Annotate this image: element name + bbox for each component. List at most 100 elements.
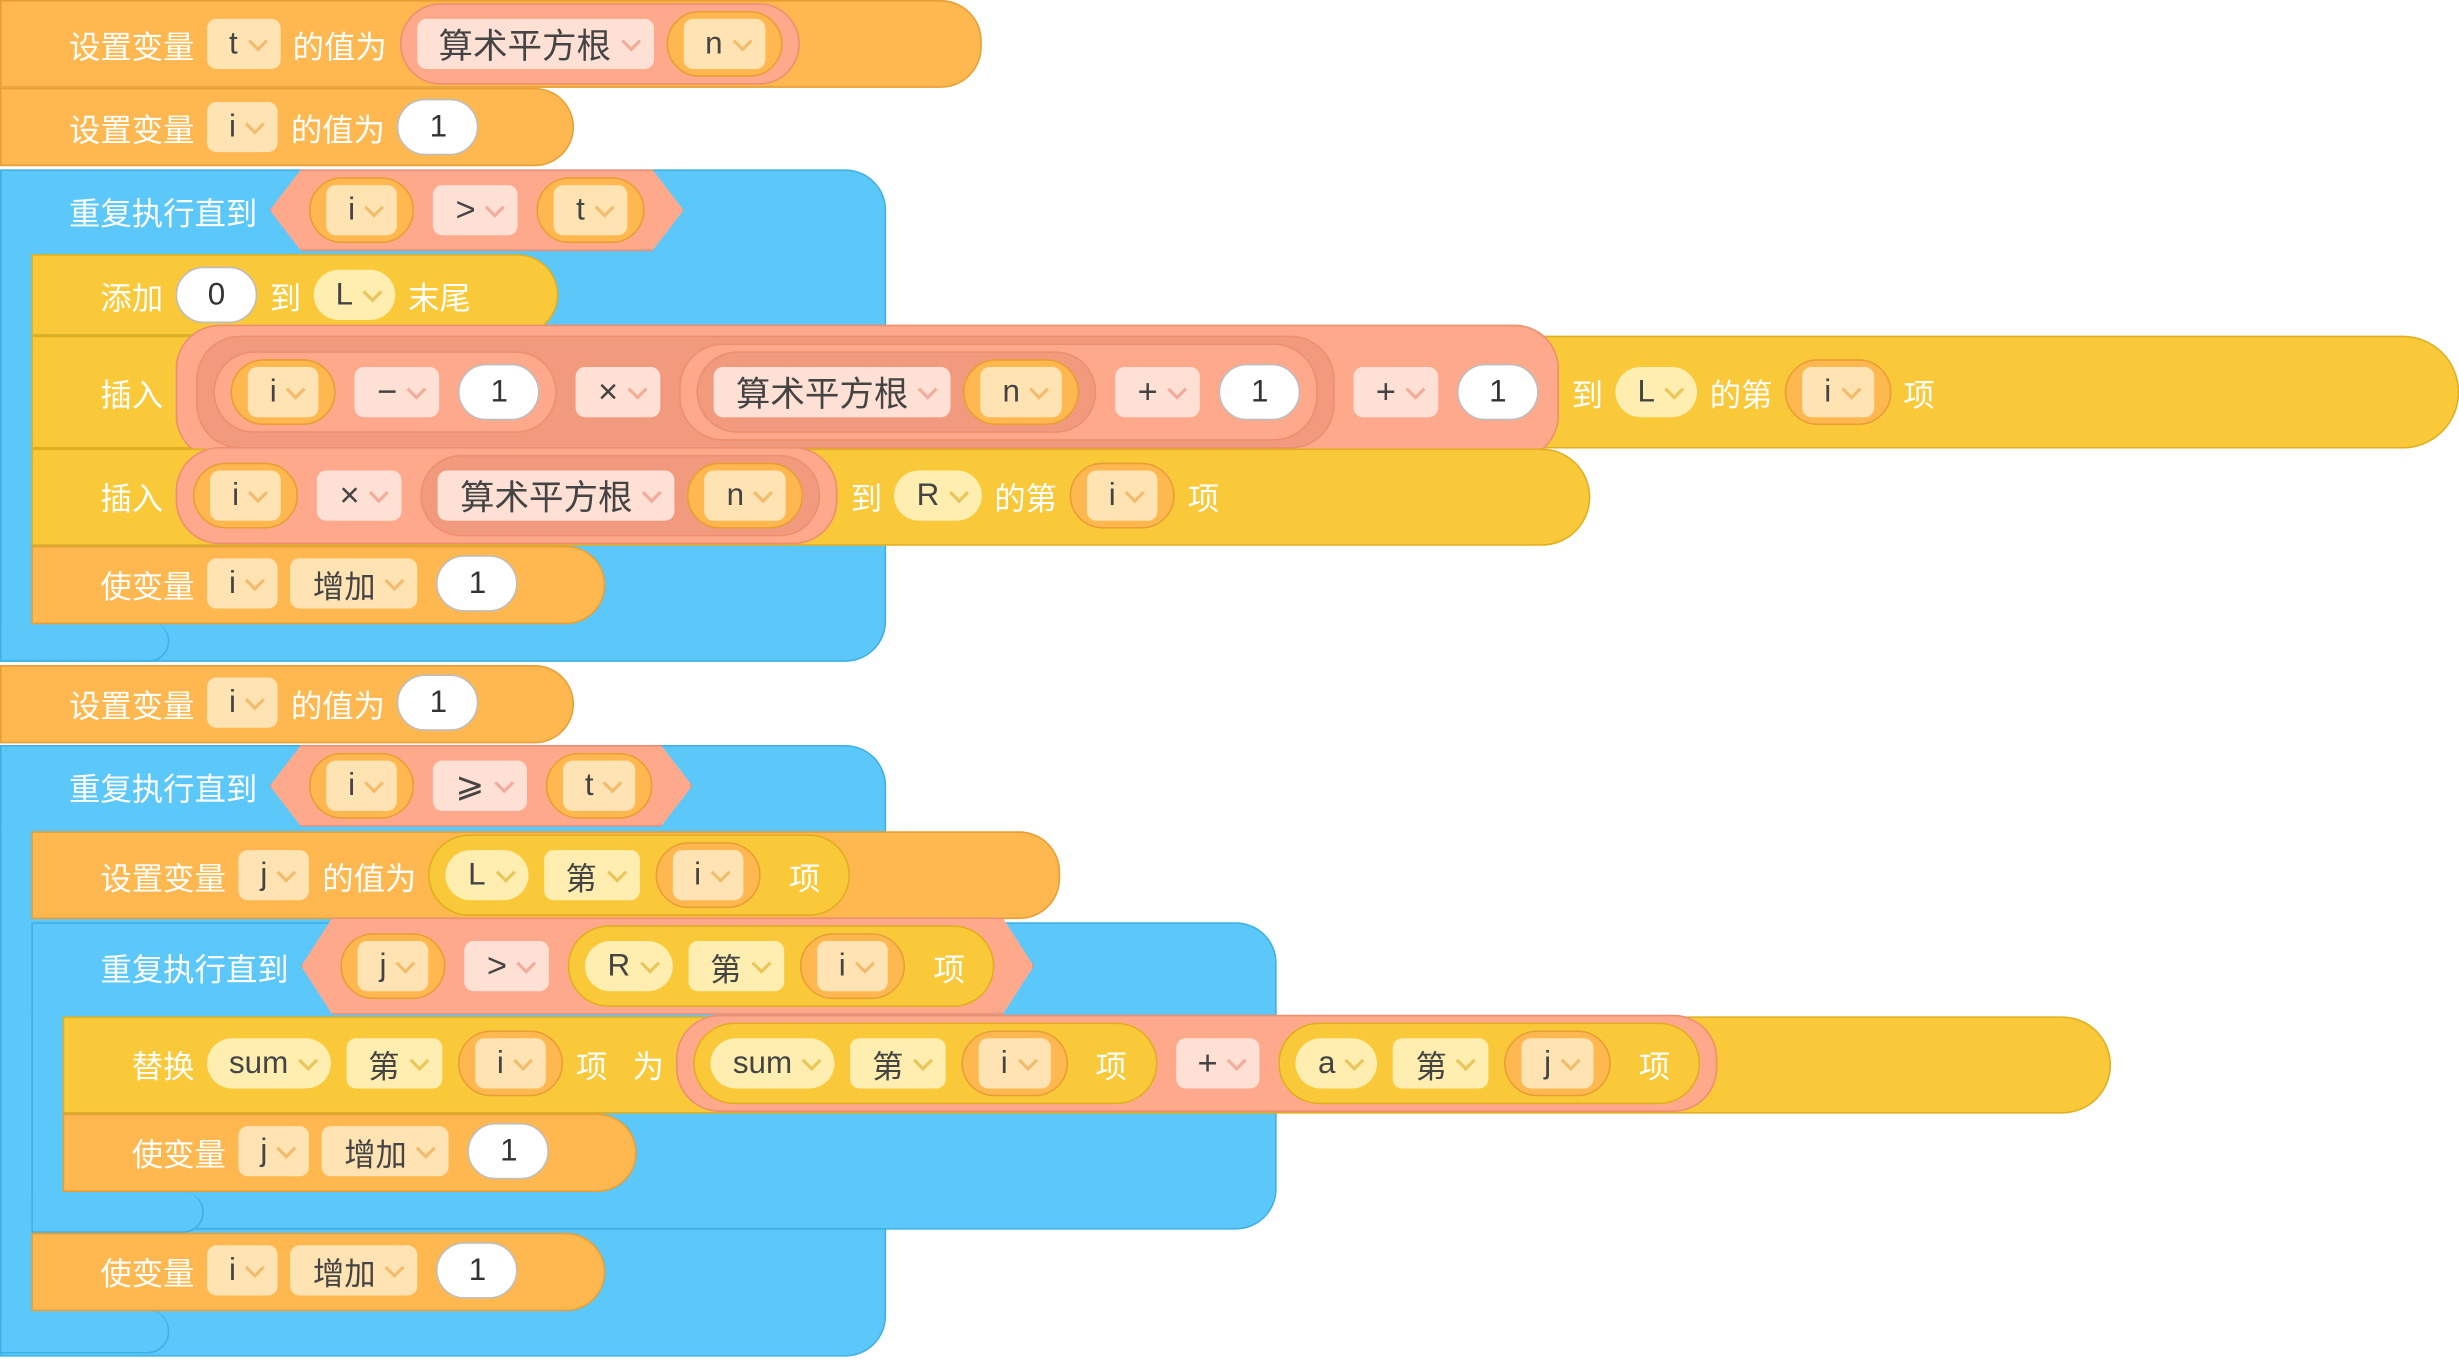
compare-ge-block[interactable]: i ⩾ t: [270, 745, 693, 827]
compare-gt-block[interactable]: i > t: [270, 169, 684, 251]
operator-dropdown[interactable]: ⩾: [434, 761, 527, 811]
var-reporter-t[interactable]: t: [537, 177, 645, 243]
index-mode-dropdown[interactable]: 第: [850, 1038, 946, 1089]
var-reporter-i[interactable]: i: [800, 933, 906, 999]
var-dropdown-i[interactable]: i: [978, 1038, 1051, 1089]
var-dropdown-i[interactable]: i: [207, 101, 279, 153]
plus-block-inner[interactable]: i − 1 × 算术平方根 n + 1: [196, 335, 1335, 449]
var-reporter-i[interactable]: i: [309, 753, 415, 819]
var-reporter-n[interactable]: n: [665, 10, 783, 77]
operator-dropdown[interactable]: −: [355, 367, 440, 418]
var-reporter-n[interactable]: n: [687, 462, 804, 529]
list-dropdown-sum[interactable]: sum: [710, 1038, 835, 1089]
number-input[interactable]: 1: [436, 1242, 519, 1299]
change-mode-dropdown[interactable]: 增加: [322, 1126, 450, 1177]
var-dropdown-i[interactable]: i: [672, 850, 744, 901]
number-input[interactable]: 1: [397, 98, 480, 156]
sqrt-block[interactable]: 算术平方根 n: [420, 454, 821, 537]
operator-dropdown[interactable]: +: [1115, 367, 1201, 418]
compare-gt-block-2[interactable]: j > R 第 i 项: [301, 918, 1034, 1015]
math-fn-dropdown[interactable]: 算术平方根: [416, 18, 654, 70]
list-item-reporter[interactable]: a 第 j 项: [1278, 1022, 1701, 1105]
change-mode-dropdown[interactable]: 增加: [290, 558, 418, 609]
var-reporter-i[interactable]: i: [1785, 359, 1891, 426]
list-item-reporter[interactable]: L 第 i 项: [428, 834, 851, 916]
var-dropdown-i[interactable]: i: [207, 1245, 279, 1296]
plus-block-outer[interactable]: i − 1 × 算术平方根 n + 1 + 1: [175, 324, 1560, 460]
var-reporter-i[interactable]: i: [309, 177, 415, 243]
list-dropdown-sum[interactable]: sum: [207, 1038, 331, 1089]
var-dropdown-j[interactable]: j: [358, 941, 429, 991]
list-dropdown-L[interactable]: L: [313, 269, 396, 320]
var-dropdown-i[interactable]: i: [326, 761, 397, 811]
var-reporter-n[interactable]: n: [963, 359, 1080, 426]
operator-dropdown[interactable]: ×: [576, 367, 661, 418]
insert-label: 插入: [100, 482, 164, 517]
set-var-i-block-2[interactable]: [0, 665, 575, 744]
number-input[interactable]: 1: [436, 555, 519, 612]
times-block[interactable]: i × 算术平方根 n: [175, 446, 839, 545]
var-dropdown-i[interactable]: i: [247, 367, 320, 418]
var-dropdown-i[interactable]: i: [1086, 470, 1159, 521]
operator-dropdown[interactable]: >: [465, 941, 549, 991]
var-dropdown-i[interactable]: i: [474, 1038, 547, 1089]
plus-block[interactable]: sum 第 i 项 + a 第 j 项: [676, 1014, 1718, 1112]
number-input[interactable]: 1: [468, 1122, 550, 1180]
math-fn-dropdown[interactable]: 算术平方根: [713, 367, 951, 418]
list-dropdown-R[interactable]: R: [586, 941, 673, 991]
chevron-down-icon: [948, 482, 969, 503]
var-dropdown-j[interactable]: j: [238, 1126, 310, 1177]
operator-dropdown[interactable]: ×: [317, 470, 403, 521]
sqrt-block[interactable]: 算术平方根 n: [696, 351, 1097, 433]
number-input[interactable]: 1: [397, 674, 480, 731]
minus-block[interactable]: i − 1: [213, 351, 558, 433]
var-dropdown-n[interactable]: n: [683, 18, 765, 70]
number-input[interactable]: 0: [175, 266, 258, 324]
var-dropdown-j[interactable]: j: [238, 850, 310, 901]
index-mode-dropdown[interactable]: 第: [543, 850, 640, 901]
var-reporter-i[interactable]: i: [457, 1030, 564, 1097]
operator-dropdown[interactable]: >: [434, 185, 518, 235]
number-input[interactable]: 1: [458, 363, 541, 421]
var-dropdown-j[interactable]: j: [1522, 1038, 1594, 1089]
list-dropdown-L[interactable]: L: [446, 850, 528, 901]
var-dropdown-n[interactable]: n: [704, 470, 787, 521]
index-mode-dropdown[interactable]: 第: [688, 941, 784, 991]
list-item-reporter[interactable]: R 第 i 项: [568, 925, 994, 1007]
list-dropdown-R[interactable]: R: [894, 470, 982, 521]
list-item-reporter[interactable]: sum 第 i 项: [693, 1022, 1157, 1105]
var-dropdown-i[interactable]: i: [817, 941, 888, 991]
sqrt-block[interactable]: 算术平方根 n: [399, 3, 800, 85]
var-dropdown-t[interactable]: t: [554, 185, 627, 235]
var-reporter-j[interactable]: j: [340, 933, 446, 999]
var-reporter-t[interactable]: t: [546, 753, 654, 819]
add-to-list-block[interactable]: [31, 254, 559, 336]
var-dropdown-n[interactable]: n: [980, 367, 1063, 418]
var-dropdown-i[interactable]: i: [210, 470, 282, 521]
var-dropdown-i[interactable]: i: [207, 677, 279, 728]
plus-block[interactable]: 算术平方根 n + 1: [679, 343, 1318, 441]
var-reporter-i[interactable]: i: [1069, 462, 1176, 529]
operator-dropdown[interactable]: +: [1175, 1038, 1260, 1089]
var-dropdown-i[interactable]: i: [1802, 367, 1874, 418]
index-mode-dropdown[interactable]: 第: [346, 1038, 442, 1089]
var-dropdown-t[interactable]: t: [563, 761, 636, 811]
change-mode-dropdown[interactable]: 增加: [290, 1245, 418, 1296]
var-reporter-i[interactable]: i: [961, 1030, 1068, 1097]
var-dropdown-i[interactable]: i: [207, 558, 279, 609]
var-reporter-i[interactable]: i: [192, 462, 299, 529]
number-input[interactable]: 1: [1457, 363, 1539, 421]
var-reporter-i[interactable]: i: [654, 842, 761, 909]
operator-dropdown[interactable]: +: [1353, 367, 1439, 418]
list-dropdown-a[interactable]: a: [1296, 1038, 1378, 1089]
index-mode-dropdown[interactable]: 第: [1393, 1038, 1490, 1089]
math-fn-dropdown[interactable]: 算术平方根: [438, 470, 675, 521]
var-reporter-i[interactable]: i: [230, 359, 337, 426]
number-input[interactable]: 1: [1218, 363, 1301, 421]
list-dropdown-L[interactable]: L: [1615, 367, 1698, 418]
var-dropdown-t[interactable]: t: [207, 18, 281, 70]
var-dropdown-i[interactable]: i: [326, 185, 397, 235]
set-var-i-block[interactable]: [0, 87, 575, 167]
var-reporter-j[interactable]: j: [1504, 1030, 1611, 1097]
